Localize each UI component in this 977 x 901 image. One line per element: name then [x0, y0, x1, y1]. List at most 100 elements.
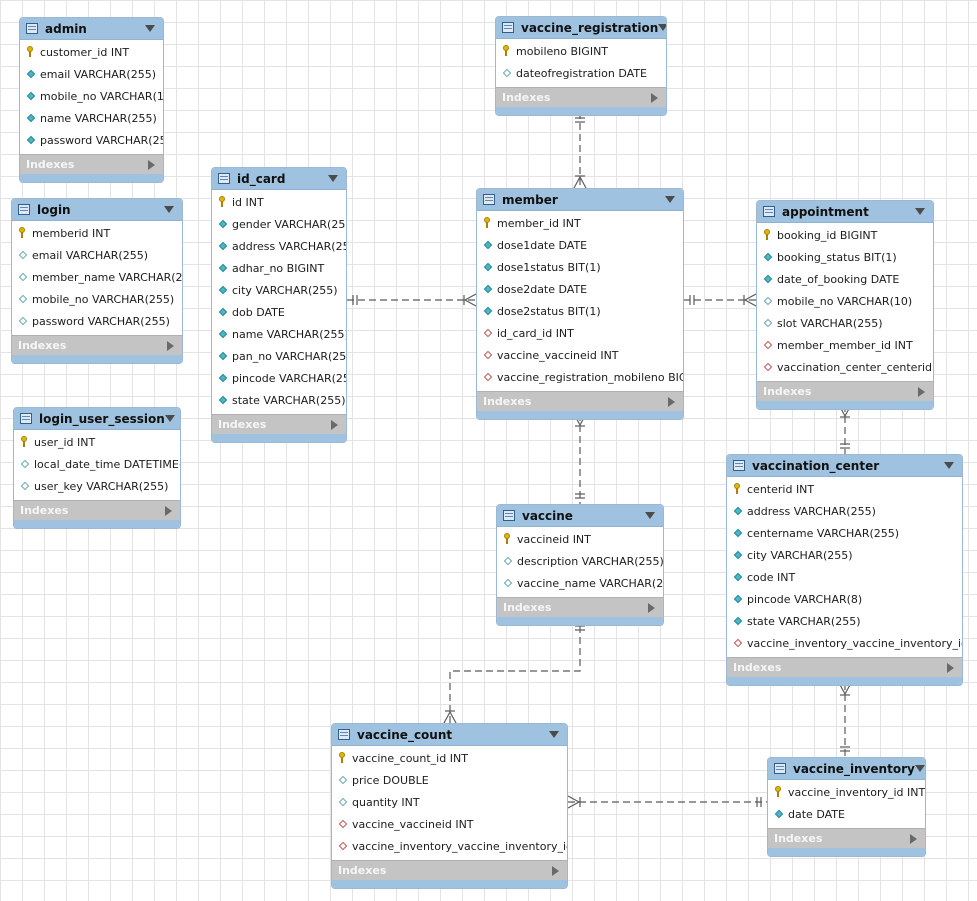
table-header[interactable]: vaccination_center — [727, 455, 962, 477]
expand-arrow-icon[interactable] — [331, 419, 338, 430]
expand-arrow-icon[interactable] — [651, 92, 658, 103]
column-row[interactable]: mobile_no VARCHAR(10) — [757, 290, 933, 312]
expand-arrow-icon[interactable] — [167, 340, 174, 351]
column-row[interactable]: mobile_no VARCHAR(255) — [12, 288, 182, 310]
column-row[interactable]: vaccine_count_id INT — [332, 747, 567, 769]
column-row[interactable]: id_card_id INT — [477, 322, 683, 344]
indexes-section[interactable]: Indexes — [332, 860, 567, 880]
column-row[interactable]: address VARCHAR(255) — [212, 235, 346, 257]
column-row[interactable]: pincode VARCHAR(255) — [212, 367, 346, 389]
column-row[interactable]: vaccine_inventory_vaccine_inventory_id I… — [727, 632, 962, 654]
indexes-section[interactable]: Indexes — [727, 657, 962, 677]
column-row[interactable]: dose1date DATE — [477, 234, 683, 256]
column-row[interactable]: memberid INT — [12, 222, 182, 244]
column-row[interactable]: quantity INT — [332, 791, 567, 813]
column-row[interactable]: city VARCHAR(255) — [727, 544, 962, 566]
column-row[interactable]: vaccine_vaccineid INT — [332, 813, 567, 835]
column-row[interactable]: pan_no VARCHAR(255) — [212, 345, 346, 367]
column-row[interactable]: adhar_no BIGINT — [212, 257, 346, 279]
column-row[interactable]: vaccine_registration_mobileno BIGINT — [477, 366, 683, 388]
collapse-caret-icon[interactable] — [645, 512, 655, 519]
column-row[interactable]: dob DATE — [212, 301, 346, 323]
indexes-section[interactable]: Indexes — [477, 391, 683, 411]
expand-arrow-icon[interactable] — [910, 833, 917, 844]
indexes-section[interactable]: Indexes — [768, 828, 925, 848]
column-row[interactable]: customer_id INT — [20, 41, 163, 63]
column-row[interactable]: booking_status BIT(1) — [757, 246, 933, 268]
column-row[interactable]: city VARCHAR(255) — [212, 279, 346, 301]
collapse-caret-icon[interactable] — [944, 462, 954, 469]
column-row[interactable]: dateofregistration DATE — [496, 62, 666, 84]
column-row[interactable]: mobileno BIGINT — [496, 40, 666, 62]
column-row[interactable]: dose2date DATE — [477, 278, 683, 300]
collapse-caret-icon[interactable] — [665, 196, 675, 203]
collapse-caret-icon[interactable] — [658, 24, 666, 31]
column-row[interactable]: centername VARCHAR(255) — [727, 522, 962, 544]
column-row[interactable]: member_name VARCHAR(255) — [12, 266, 182, 288]
column-row[interactable]: address VARCHAR(255) — [727, 500, 962, 522]
column-row[interactable]: id INT — [212, 191, 346, 213]
column-row[interactable]: pincode VARCHAR(8) — [727, 588, 962, 610]
column-row[interactable]: password VARCHAR(255) — [12, 310, 182, 332]
column-row[interactable]: price DOUBLE — [332, 769, 567, 791]
column-row[interactable]: state VARCHAR(255) — [727, 610, 962, 632]
collapse-caret-icon[interactable] — [145, 25, 155, 32]
column-row[interactable]: user_id INT — [14, 431, 180, 453]
column-row[interactable]: password VARCHAR(255) — [20, 129, 163, 151]
expand-arrow-icon[interactable] — [165, 505, 172, 516]
column-row[interactable]: date DATE — [768, 803, 925, 825]
column-row[interactable]: dose2status BIT(1) — [477, 300, 683, 322]
table-header[interactable]: login — [12, 199, 182, 221]
expand-arrow-icon[interactable] — [947, 662, 954, 673]
collapse-caret-icon[interactable] — [914, 765, 925, 772]
column-row[interactable]: date_of_booking DATE — [757, 268, 933, 290]
indexes-section[interactable]: Indexes — [496, 87, 666, 107]
table-header[interactable]: vaccine_inventory — [768, 758, 925, 780]
column-row[interactable]: code INT — [727, 566, 962, 588]
column-row[interactable]: user_key VARCHAR(255) — [14, 475, 180, 497]
expand-arrow-icon[interactable] — [918, 386, 925, 397]
indexes-section[interactable]: Indexes — [20, 154, 163, 174]
expand-arrow-icon[interactable] — [552, 865, 559, 876]
column-row[interactable]: member_member_id INT — [757, 334, 933, 356]
column-row[interactable]: centerid INT — [727, 478, 962, 500]
column-row[interactable]: gender VARCHAR(255) — [212, 213, 346, 235]
column-row[interactable]: vaccineid INT — [497, 528, 663, 550]
column-row[interactable]: member_id INT — [477, 212, 683, 234]
indexes-section[interactable]: Indexes — [497, 597, 663, 617]
collapse-caret-icon[interactable] — [915, 208, 925, 215]
indexes-section[interactable]: Indexes — [14, 500, 180, 520]
column-row[interactable]: mobile_no VARCHAR(10) — [20, 85, 163, 107]
column-row[interactable]: vaccine_name VARCHAR(255) — [497, 572, 663, 594]
collapse-caret-icon[interactable] — [164, 206, 174, 213]
column-row[interactable]: dose1status BIT(1) — [477, 256, 683, 278]
column-row[interactable]: vaccine_inventory_vaccine_inventory_id I… — [332, 835, 567, 857]
table-header[interactable]: member — [477, 189, 683, 211]
column-row[interactable]: vaccination_center_centerid INT — [757, 356, 933, 378]
column-row[interactable]: name VARCHAR(255) — [212, 323, 346, 345]
table-header[interactable]: appointment — [757, 201, 933, 223]
indexes-section[interactable]: Indexes — [757, 381, 933, 401]
column-row[interactable]: vaccine_inventory_id INT — [768, 781, 925, 803]
column-row[interactable]: email VARCHAR(255) — [12, 244, 182, 266]
indexes-section[interactable]: Indexes — [12, 335, 182, 355]
column-row[interactable]: vaccine_vaccineid INT — [477, 344, 683, 366]
column-row[interactable]: booking_id BIGINT — [757, 224, 933, 246]
column-row[interactable]: local_date_time DATETIME(6) — [14, 453, 180, 475]
column-row[interactable]: slot VARCHAR(255) — [757, 312, 933, 334]
collapse-caret-icon[interactable] — [328, 175, 338, 182]
table-header[interactable]: vaccine — [497, 505, 663, 527]
table-header[interactable]: vaccine_count — [332, 724, 567, 746]
expand-arrow-icon[interactable] — [148, 159, 155, 170]
collapse-caret-icon[interactable] — [549, 731, 559, 738]
